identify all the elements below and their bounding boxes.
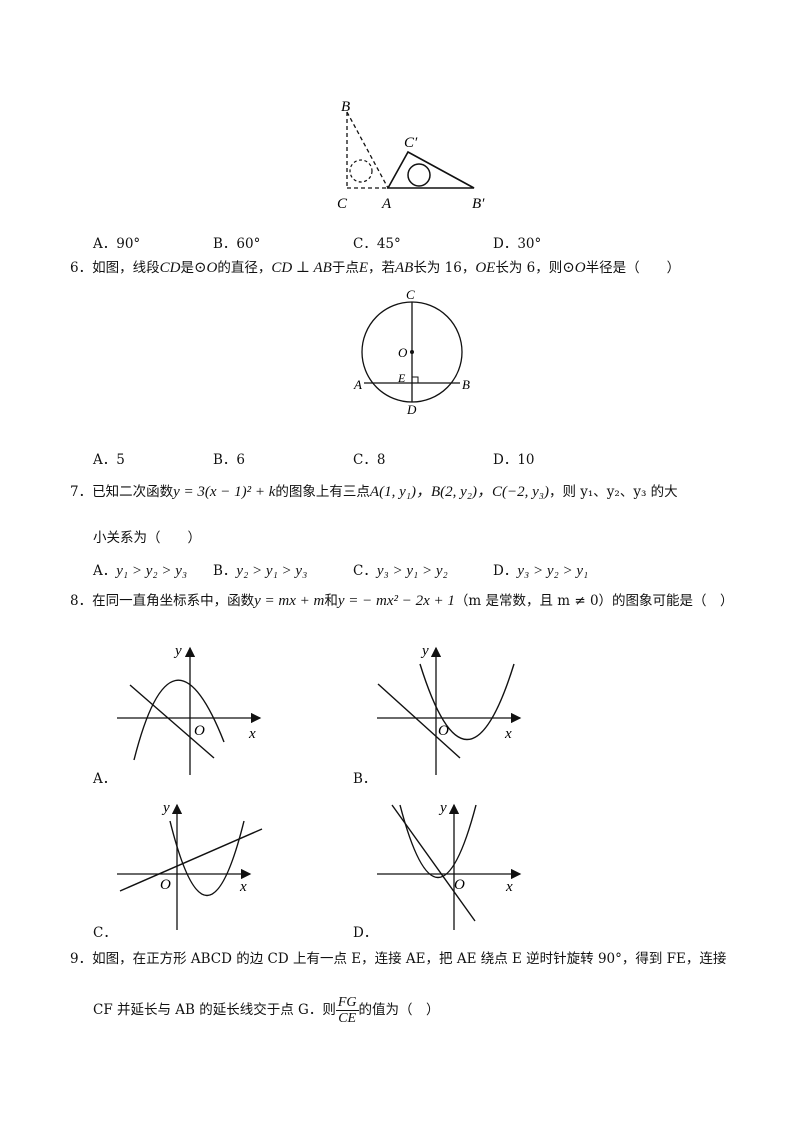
q6-center-point [410,350,414,354]
q6-option-c[interactable]: C．8 [353,452,386,468]
q7-points: A(1, y₁)，B(2, y₂)，C(−2, y₃) [369,484,549,500]
q5-option-c[interactable]: C．45° [353,236,401,252]
q5-figure: B C A C′ B′ [337,99,485,212]
q7-option-a[interactable]: A．y₁ > y₂ > y₃ [93,563,188,579]
q8c-label-y: y [161,800,170,816]
q8d-line [391,804,476,922]
q8a-label-y: y [173,643,182,659]
q6-stem: 6．如图，线段CD是⊙O的直径，CD ⊥ AB于点E，若AB长为 16，OE长为… [70,260,681,276]
q6-label-e: E [397,371,406,385]
q8d-label-y: y [438,800,447,816]
q8b-parabola [419,663,515,741]
q8d-label-o: O [454,877,465,893]
q8c-label-o: O [160,877,171,893]
q5-rotated-triangle [386,150,475,189]
q8-graph-a[interactable]: y O x [112,640,272,780]
q9-stem-line1: 9．如图，在正方形 ABCD 的边 CD 上有一点 E，连接 AE，把 AE 绕… [70,951,727,967]
q8c-parabola [169,820,245,897]
q5-label-bprime: B′ [472,196,485,212]
q5-option-a[interactable]: A．90° [93,236,141,252]
q8b-line [377,683,461,759]
q6-figure: C O E A B D [353,287,470,417]
q7-option-c[interactable]: C．y₃ > y₁ > y₂ [353,563,448,579]
q8a-label-x: x [248,726,256,742]
q8-option-b[interactable]: B． [353,771,377,787]
q6-right-angle-mark [412,376,419,383]
q8c-label-x: x [239,879,247,895]
q8d-parabola [399,804,477,879]
q8-option-a[interactable]: A． [93,771,117,787]
q6-label-a: A [353,377,362,392]
q5-label-b: B [341,99,350,115]
q8-option-c[interactable]: C． [93,925,117,941]
q8-graph-c[interactable]: y O x [112,795,272,935]
q8b-label-o: O [438,723,449,739]
q8b-label-x: x [504,726,512,742]
q6-option-a[interactable]: A．5 [93,452,125,468]
q8-function-quadratic: y = − mx² − 2x + 1 [337,593,455,609]
q5-label-a: A [381,196,392,212]
q8a-parabola [133,679,225,761]
q6-label-d: D [406,402,417,417]
q7-option-b[interactable]: B．y₂ > y₁ > y₃ [213,563,308,579]
q8-option-d[interactable]: D． [353,925,378,941]
q5-option-d[interactable]: D．30° [493,236,542,252]
q7-stem-line1: 7．已知二次函数y = 3(x − 1)² + k的图象上有三点A(1, y₁)… [70,484,678,500]
q6-option-d[interactable]: D．10 [493,452,535,468]
q5-label-c: C [337,196,348,212]
q5-dashed-side-ab [346,111,389,189]
q8-function-linear: y = mx + m [254,593,325,609]
q8c-line [119,828,263,892]
q6-label-b: B [462,377,470,392]
q8-graph-b[interactable]: y O x [372,640,532,780]
q8b-label-y: y [420,643,429,659]
q8-graph-d[interactable]: y O x [372,795,532,935]
q8d-label-x: x [505,879,513,895]
q8a-label-o: O [194,723,205,739]
q6-option-b[interactable]: B．6 [213,452,246,468]
q7-function: y = 3(x − 1)² + k [173,484,276,500]
q5-incircle [407,163,431,187]
q5-dashed-incircle [349,159,373,183]
q6-label-c: C [406,287,415,302]
q8a-line [129,684,215,759]
q5-option-b[interactable]: B．60° [213,236,261,252]
q7-stem-line2: 小关系为（ ） [93,530,201,546]
q6-label-o: O [398,345,408,360]
q8-stem: 8．在同一直角坐标系中，函数y = mx + m和y = − mx² − 2x … [70,593,734,609]
q7-option-d[interactable]: D．y₃ > y₂ > y₁ [493,563,589,579]
q5-label-cprime: C′ [404,135,418,151]
